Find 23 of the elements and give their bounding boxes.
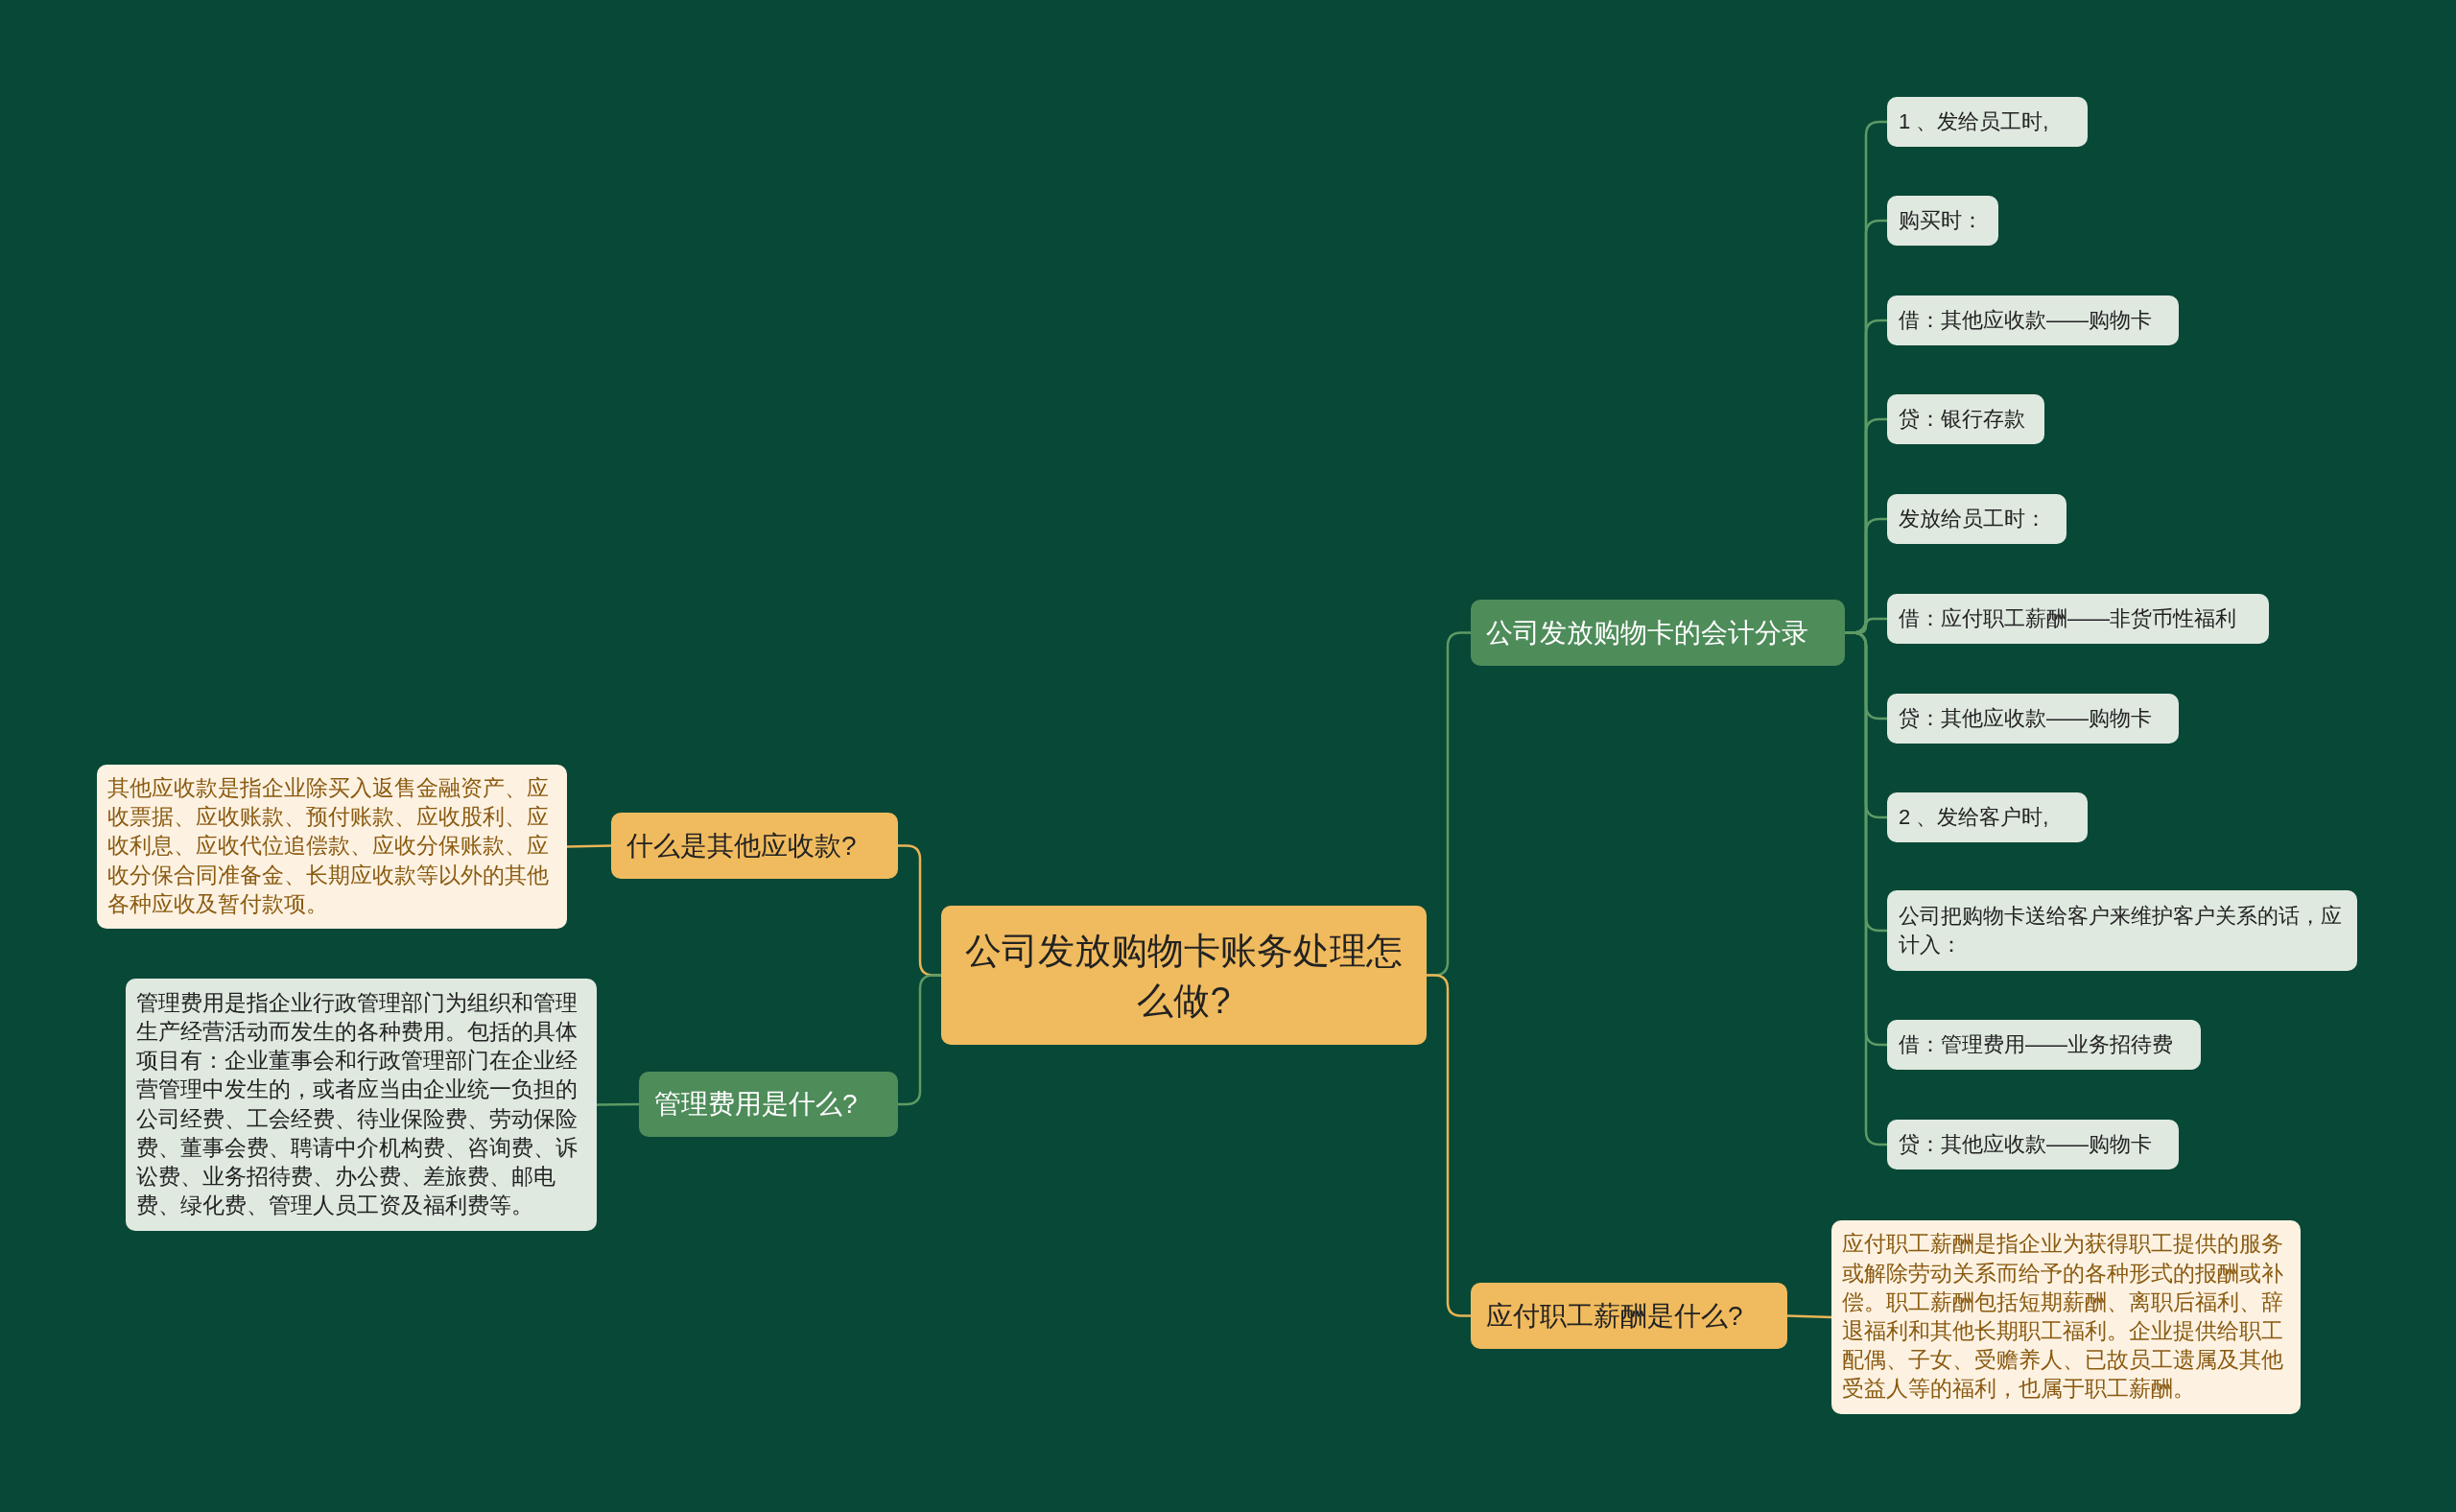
entry-box: 借：应付职工薪酬——非货币性福利: [1887, 594, 2269, 644]
entry-box: 2 、发给客户时,: [1887, 792, 2088, 842]
entry-box: 贷：银行存款: [1887, 394, 2044, 444]
entry-box: 贷：其他应收款——购物卡: [1887, 694, 2179, 744]
topic-box: 应付职工薪酬是什么?: [1471, 1283, 1787, 1349]
entry-box: 发放给员工时：: [1887, 494, 2066, 544]
entry-box: 购买时：: [1887, 196, 1998, 246]
connector-line: [1786, 1314, 1832, 1319]
entry-box: 借：管理费用——业务招待费: [1887, 1020, 2201, 1070]
topic-box: 什么是其他应收款?: [611, 813, 898, 879]
topic-box: 管理费用是什么?: [639, 1072, 898, 1137]
root-topic-box: 公司发放购物卡账务处理怎么做?: [941, 906, 1427, 1045]
entry-box: 1 、发给员工时,: [1887, 97, 2088, 147]
note-box: 应付职工薪酬是指企业为获得职工提供的服务或解除劳动关系而给予的各种形式的报酬或补偿。职工薪酬包括短期薪酬、离职后福利、辞退福利和其他长期职工福利。企业提供给职工配偶、子女、受赡养人、已故员工遗属及其他受益人等的福利，也属于职工薪酬。: [1831, 1220, 2301, 1414]
connector-line: [1427, 974, 1471, 1317]
entry-box: 公司把购物卡送给客户来维护客户关系的话，应计入：: [1887, 890, 2357, 971]
connector-line: [566, 844, 612, 848]
note-box: 其他应收款是指企业除买入返售金融资产、应收票据、应收账款、预付账款、应收股利、应收利息、应收代位追偿款、应收分保账款、应收分保合同准备金、长期应收款等以外的其他各种应收及暂付款项。: [97, 765, 567, 929]
topic-box: 公司发放购物卡的会计分录: [1471, 600, 1845, 666]
note-box: 管理费用是指企业行政管理部门为组织和管理生产经营活动而发生的各种费用。包括的具体项目有：企业董事会和行政管理部门在企业经营管理中发生的，或者应当由企业统一负担的公司经费、工会经费、待业保险费、劳动保险费、董事会费、聘请中介机构费、咨询费、诉讼费、业务招待费、办公费、差旅费、邮电费、绿化费、管理人员工资及福利费等。: [126, 979, 597, 1231]
connector-line: [597, 1102, 639, 1106]
entry-box: 贷：其他应收款——购物卡: [1887, 1120, 2179, 1169]
entry-box: 借：其他应收款——购物卡: [1887, 295, 2179, 345]
